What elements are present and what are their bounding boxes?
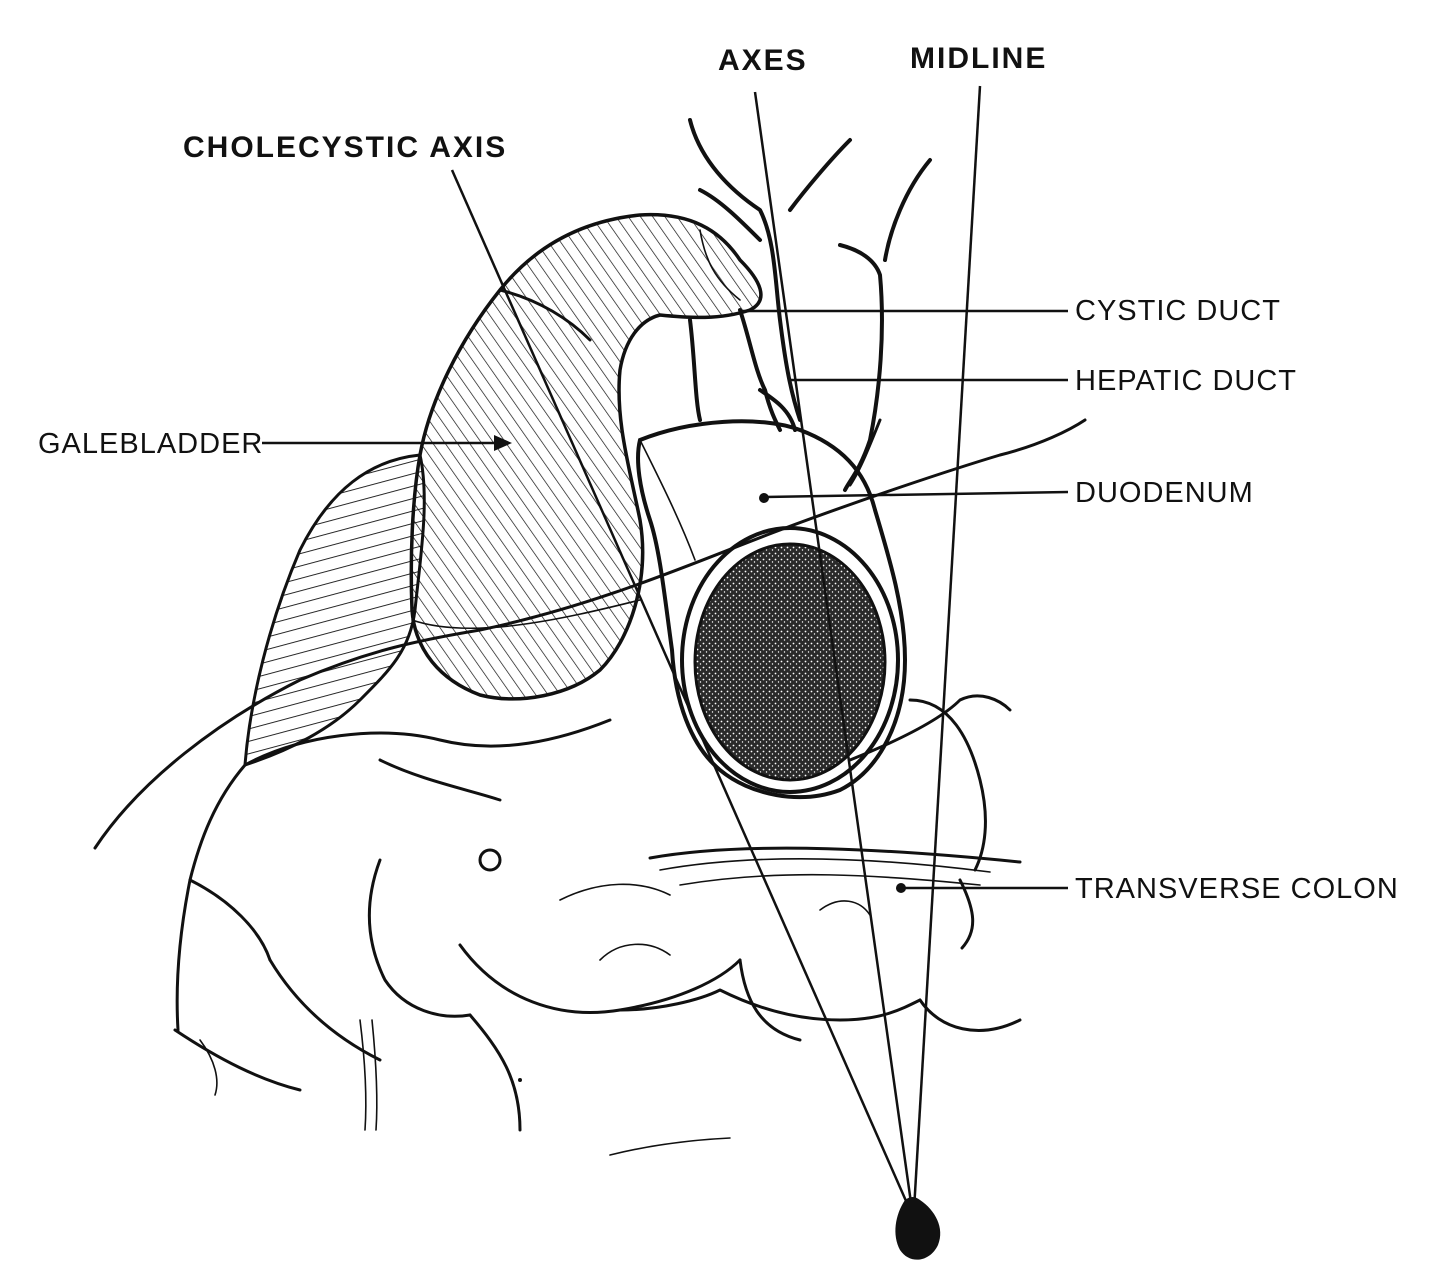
- axes-apex-marker: [895, 1197, 941, 1260]
- duodenum-drawing: [636, 419, 908, 800]
- label-cystic-duct: CYSTIC DUCT: [1075, 295, 1281, 327]
- label-axes: AXES: [718, 44, 808, 77]
- transverse-colon-drawing: [173, 694, 1022, 1156]
- biliary-ducts-drawing: [688, 118, 932, 492]
- gallbladder-drawing: [409, 212, 763, 701]
- label-duodenum: DUODENUM: [1075, 477, 1254, 509]
- label-gallbladder: GALEBLADDER: [38, 428, 263, 460]
- liver-edge-drawing: [243, 453, 426, 768]
- leader-lines: [262, 309, 1069, 893]
- label-midline: MIDLINE: [910, 42, 1047, 75]
- label-hepatic-duct: HEPATIC DUCT: [1075, 365, 1297, 397]
- label-cholecystic-axis: CHOLECYSTIC AXIS: [183, 131, 507, 164]
- axis-lines: [450, 85, 982, 1211]
- label-transverse-colon: TRANSVERSE COLON: [1075, 873, 1399, 905]
